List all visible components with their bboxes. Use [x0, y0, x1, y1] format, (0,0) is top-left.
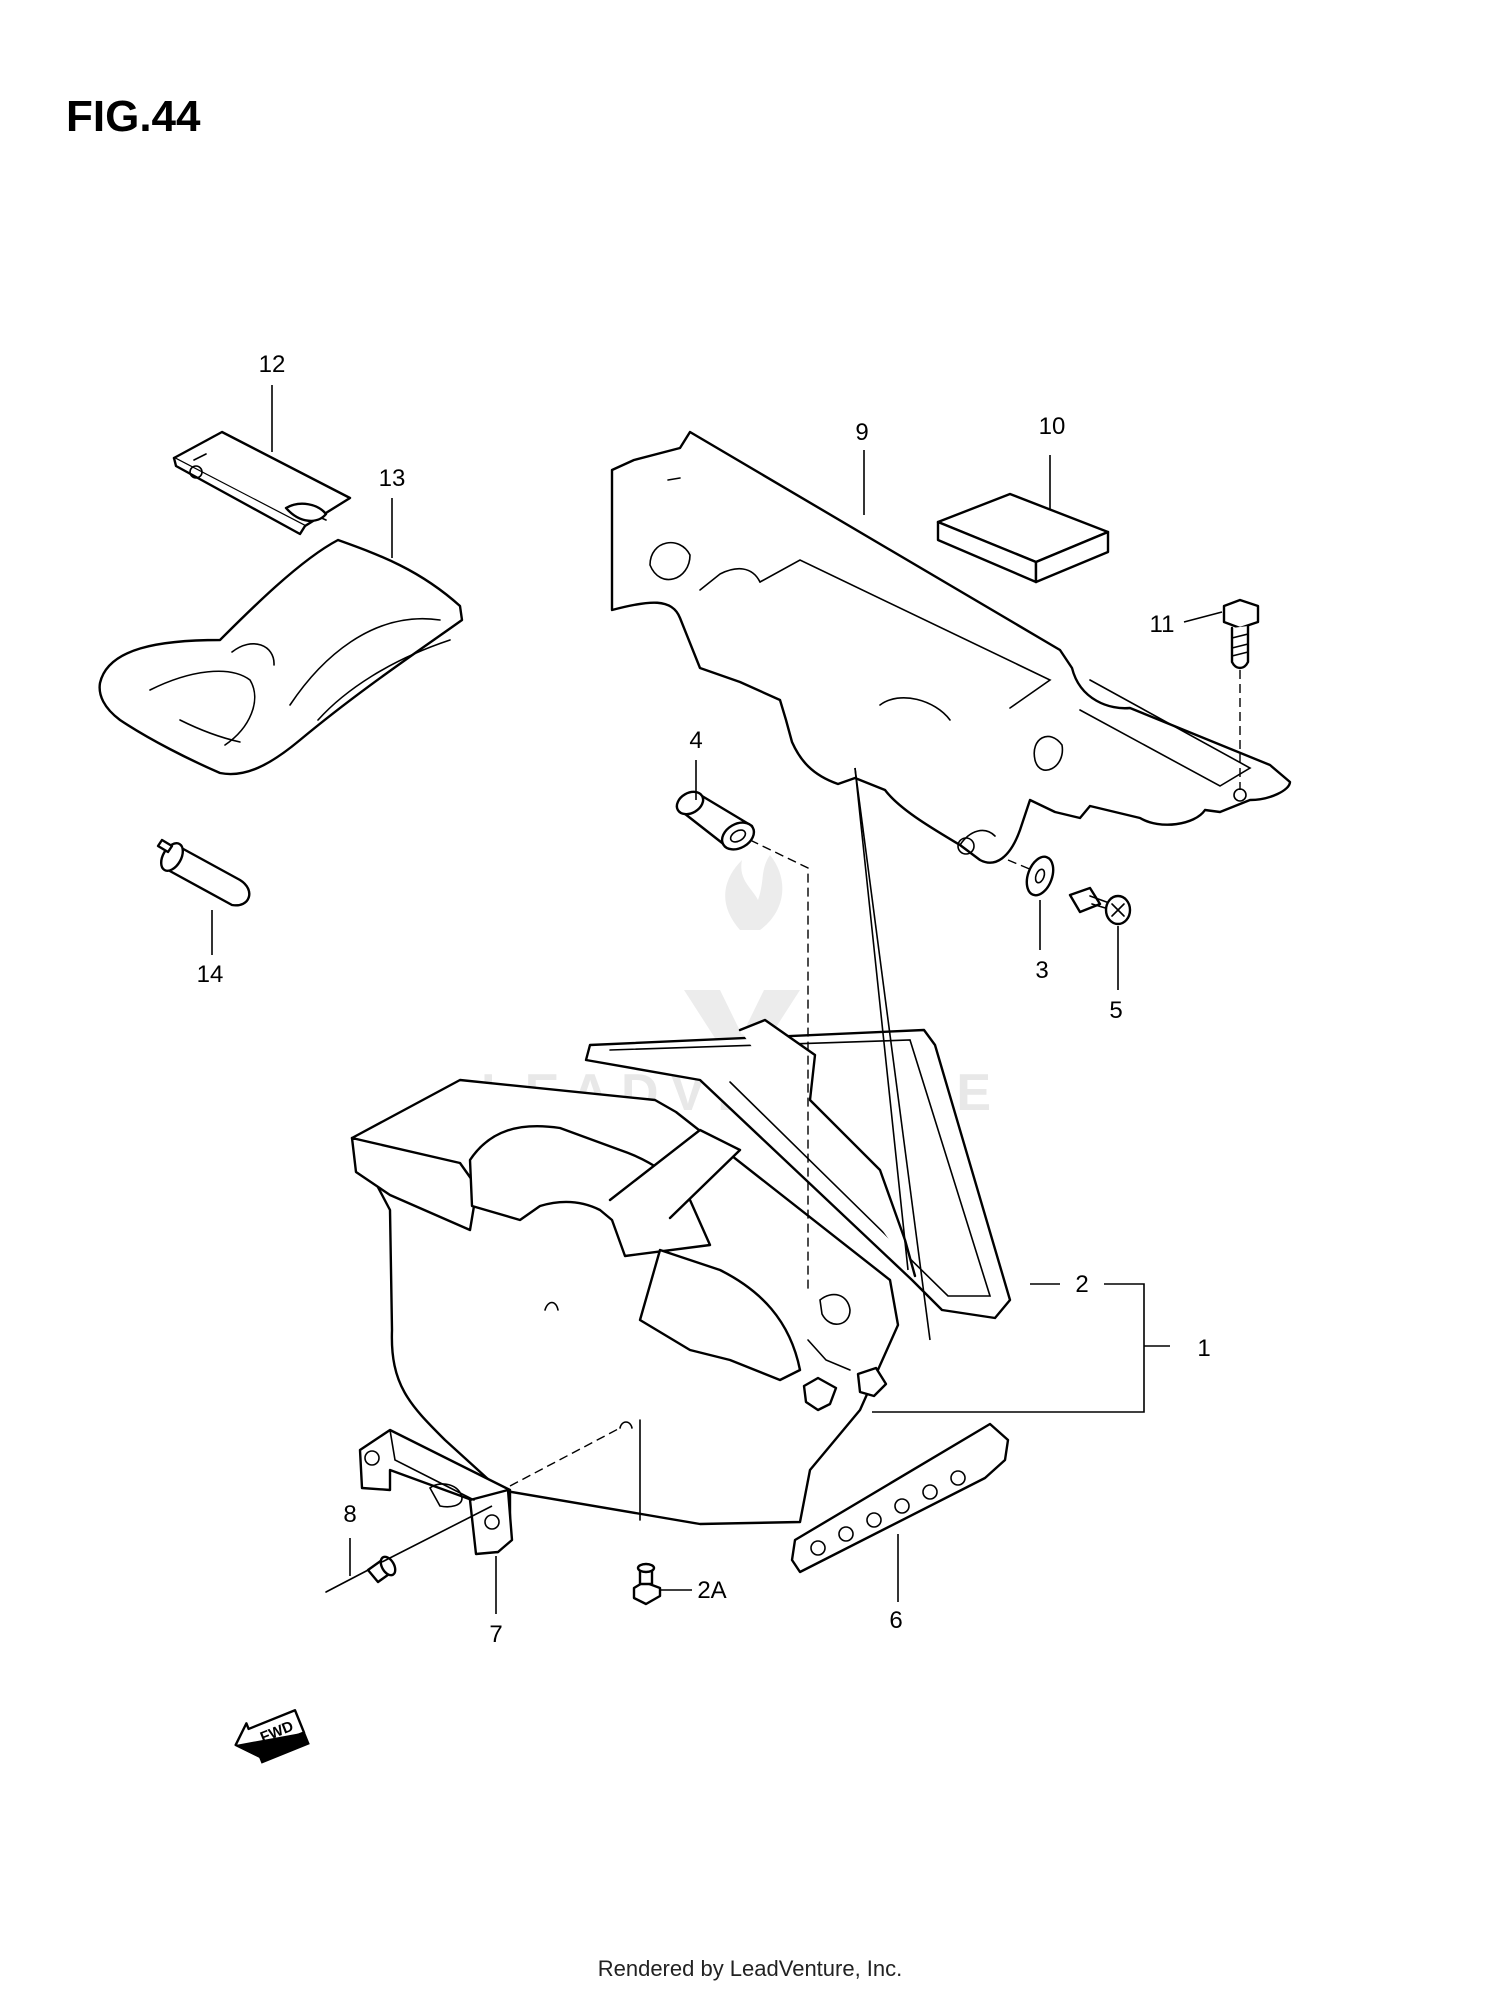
callout-10: 10 — [1039, 413, 1066, 440]
washer-part-3 — [1025, 855, 1055, 897]
figure-title: FIG.44 — [66, 92, 201, 141]
callout-14: 14 — [197, 961, 224, 988]
watermark-flame-icon — [725, 855, 783, 930]
callout-3: 3 — [1035, 957, 1048, 984]
grommet-part-14 — [156, 838, 251, 907]
callout-6: 6 — [889, 1607, 902, 1634]
screw-part-2a — [632, 1562, 662, 1606]
callout-11: 11 — [1150, 611, 1175, 638]
callout-4: 4 — [689, 727, 702, 754]
leader-lines — [211, 385, 1223, 1614]
bracket-part-9 — [610, 430, 1292, 864]
strap-plate-part-6 — [790, 1422, 1010, 1574]
screw-part-5 — [1068, 886, 1132, 926]
strap-part-12 — [172, 430, 352, 536]
rivet-part-8 — [325, 1555, 397, 1593]
watermark-v-icon — [684, 990, 800, 1080]
callout-9: 9 — [855, 419, 868, 446]
cover-part-13 — [98, 538, 464, 776]
bolt-part-11 — [1222, 598, 1260, 790]
callout-8: 8 — [343, 1501, 356, 1528]
callout-12: 12 — [259, 351, 286, 378]
mounting-bracket-part-7 — [358, 1428, 514, 1556]
box-part-1 — [350, 1078, 900, 1526]
callout-2a: 2A — [697, 1577, 726, 1604]
pad-part-10 — [936, 492, 1110, 584]
callout-1: 1 — [1197, 1335, 1210, 1362]
assembly-lines — [381, 767, 1033, 1563]
collar-part-4 — [675, 790, 756, 851]
callout-labels: 12 13 14 9 10 11 4 3 5 2 1 6 7 8 2A — [197, 351, 1211, 1648]
callout-7: 7 — [489, 1621, 502, 1648]
callout-2: 2 — [1075, 1271, 1088, 1298]
footer-credit: Rendered by LeadVenture, Inc. — [597, 1956, 903, 1981]
fwd-arrow-icon: FWD — [234, 1709, 310, 1764]
callout-5: 5 — [1109, 997, 1122, 1024]
callout-13: 13 — [379, 465, 406, 492]
